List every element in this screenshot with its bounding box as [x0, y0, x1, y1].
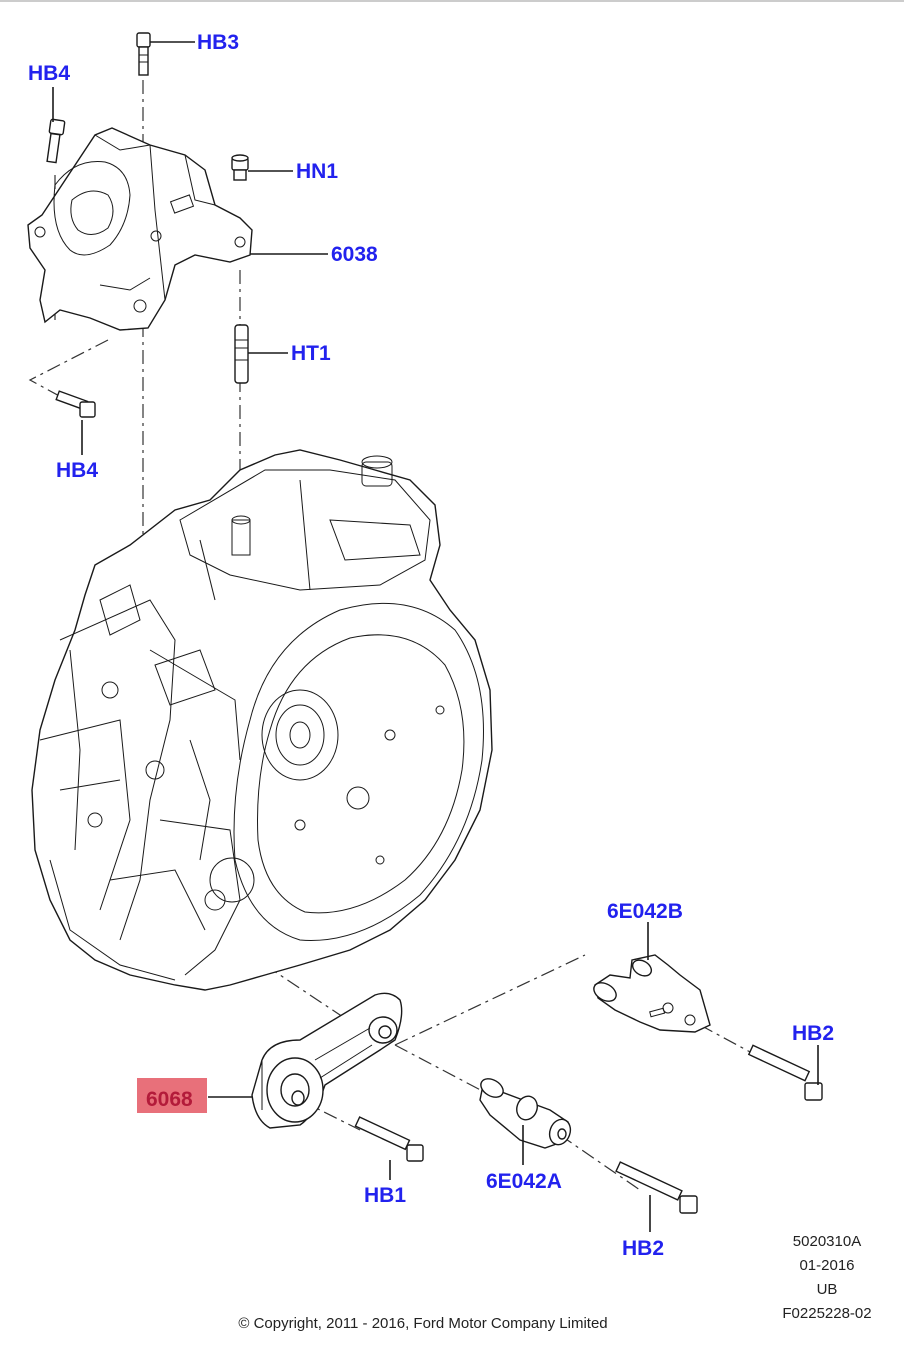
callout-hn1[interactable]: HN1	[296, 160, 338, 183]
meta-figure: F0225228-02	[782, 1305, 871, 1322]
callout-6068[interactable]: 6068	[146, 1088, 193, 1111]
nut-hn1	[231, 154, 249, 181]
callout-hb1[interactable]: HB1	[364, 1184, 406, 1207]
bolt-hb2-right	[747, 1044, 823, 1101]
meta-variant: UB	[817, 1281, 838, 1298]
callout-hb2-bottom[interactable]: HB2	[622, 1237, 664, 1260]
callout-6e042a[interactable]: 6E042A	[486, 1170, 562, 1193]
callout-hb4-top[interactable]: HB4	[28, 62, 70, 85]
bracket-6e042b	[593, 954, 711, 1033]
highlight-box	[137, 1078, 207, 1113]
copyright: © Copyright, 2011 - 2016, Ford Motor Com…	[238, 1315, 607, 1332]
bolt-hb2-bottom	[615, 1161, 698, 1214]
callout-hb4-bottom[interactable]: HB4	[56, 459, 98, 482]
bolt-hb4-bottom	[55, 390, 96, 418]
callout-ht1[interactable]: HT1	[291, 342, 331, 365]
leader-lines	[52, 41, 819, 1232]
transmission-housing	[31, 449, 493, 991]
mount-bracket-6038	[27, 127, 253, 331]
callout-6e042b[interactable]: 6E042B	[607, 900, 683, 923]
meta-code: 5020310A	[793, 1233, 861, 1250]
callout-hb3[interactable]: HB3	[197, 31, 239, 54]
callout-6038[interactable]: 6038	[331, 243, 378, 266]
meta-date: 01-2016	[799, 1257, 854, 1274]
bolt-hb3	[136, 32, 151, 76]
callout-hb2-right[interactable]: HB2	[792, 1022, 834, 1045]
stud-ht1	[234, 324, 249, 384]
torque-rod-6068	[251, 992, 403, 1129]
bush-6e042a	[479, 1078, 572, 1149]
bolt-hb1	[354, 1116, 424, 1162]
bolt-hb4-top	[46, 118, 66, 164]
